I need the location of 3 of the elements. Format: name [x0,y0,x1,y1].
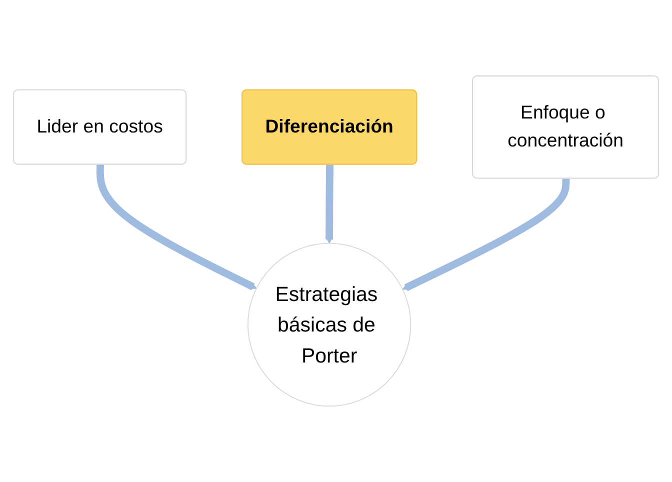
node-circle: Estrategias básicas de Porter [247,242,412,407]
arrow [325,164,334,244]
arrow [96,164,257,290]
